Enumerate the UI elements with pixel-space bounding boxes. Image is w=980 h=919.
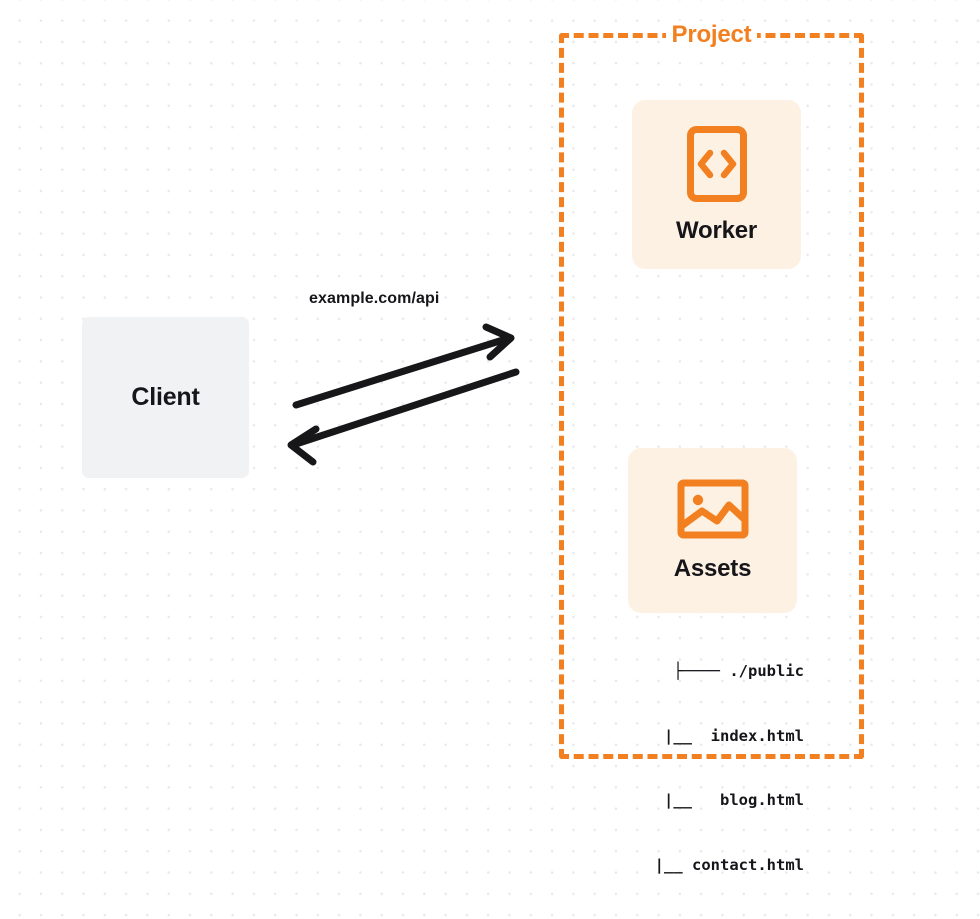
project-container[interactable]: Project [559,21,864,759]
project-title: Project [665,21,758,49]
diagram-canvas: Client example.com/api Project Worker [82,21,864,874]
assets-card-label: Assets [673,554,752,582]
assets-card[interactable]: Assets [628,448,797,613]
response-arrow-left-icon [287,368,520,466]
assets-file-tree: ├──── ./public |__ index.html |__ blog.h… [608,618,804,919]
worker-card-label: Worker [675,216,758,244]
image-picture-icon [677,479,748,538]
file-tree-row-public: ├──── ./public [673,662,804,680]
connection-label: example.com/api [309,290,440,307]
file-tree-row-index: |__ index.html [626,726,804,745]
code-brackets-icon [686,125,747,202]
client-label: Client [131,383,200,411]
file-tree-row-contact: |__ contact.html [617,855,804,874]
file-tree-row-blog: |__ blog.html [626,791,804,809]
request-arrow-right-icon [292,323,515,409]
worker-card[interactable]: Worker [632,100,801,269]
client-node[interactable]: Client [82,317,249,478]
